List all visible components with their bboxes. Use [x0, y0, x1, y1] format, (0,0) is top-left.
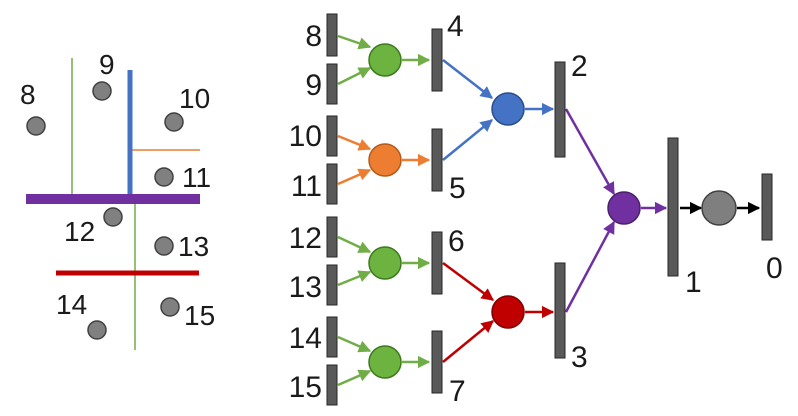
point-label-9: 9: [99, 49, 115, 80]
level1-bars: [554, 61, 566, 359]
bar-13: [326, 264, 338, 306]
point-label-11: 11: [182, 162, 211, 193]
edge-6-to-node-f: [442, 261, 495, 302]
leaf-label-12: 12: [289, 222, 322, 255]
edges-level2: [442, 59, 555, 363]
point-11: [154, 167, 174, 187]
node-red-f: [491, 295, 525, 329]
edge-4-to-node-e: [442, 59, 493, 99]
node-label-6: 6: [448, 225, 465, 258]
point-13: [154, 236, 174, 256]
bar-8: [326, 13, 338, 57]
point-12: [103, 207, 123, 227]
node-green-d: [368, 345, 402, 379]
bar-1: [667, 137, 679, 277]
bar-0: [761, 173, 773, 241]
edge-10-to-node-b: [337, 134, 372, 151]
leaf-label-15: 15: [289, 371, 322, 404]
edges-leaves: [337, 34, 372, 387]
bar-5: [431, 128, 443, 192]
edge-13-to-node-c: [337, 270, 372, 287]
node-label-1: 1: [685, 266, 702, 299]
node-green-a: [368, 43, 402, 77]
spatial-partition: 8 9 10 11 12 13 14 15: [20, 49, 215, 350]
leaf-label-8: 8: [305, 20, 322, 53]
node-green-c: [368, 246, 402, 280]
leaf-label-9: 9: [305, 69, 322, 102]
node-label-2: 2: [571, 50, 588, 83]
bar-14: [326, 316, 338, 358]
bar-11: [326, 163, 338, 205]
node-label-4: 4: [447, 10, 464, 43]
node-label-3: 3: [571, 341, 588, 374]
leaf-label-10: 10: [289, 120, 322, 153]
edge-3-to-node-g: [564, 220, 616, 313]
edge-11-to-node-b: [337, 168, 372, 186]
level2-bars: [431, 28, 443, 394]
point-8: [26, 116, 46, 136]
bar-7: [431, 330, 443, 394]
edge-2-to-node-g: [564, 108, 616, 196]
point-label-10: 10: [179, 83, 210, 114]
edge-14-to-node-d: [337, 335, 372, 353]
edge-9-to-node-a: [337, 66, 372, 86]
node-gray-h: [701, 190, 737, 226]
bar-4: [431, 28, 443, 92]
point-14: [87, 320, 107, 340]
edge-12-to-node-c: [337, 235, 372, 254]
edge-5-to-node-e: [442, 119, 493, 161]
point-15: [160, 297, 180, 317]
edges-level1: [564, 108, 761, 313]
bar-3: [554, 262, 566, 359]
node-label-7: 7: [449, 375, 466, 408]
node-orange-b: [368, 143, 402, 177]
bar-6: [431, 231, 443, 295]
leaf-label-14: 14: [289, 322, 322, 355]
point-label-8: 8: [20, 79, 36, 110]
bar-15: [326, 364, 338, 406]
bar-12: [326, 216, 338, 258]
edge-8-to-node-a: [337, 34, 372, 50]
point-label-15: 15: [184, 300, 215, 331]
leaf-bars: [326, 13, 338, 406]
point-label-13: 13: [178, 231, 209, 262]
point-9: [92, 81, 112, 101]
edge-15-to-node-d: [337, 369, 372, 387]
node-blue-e: [491, 92, 525, 126]
node-label-0: 0: [766, 252, 783, 285]
bar-9: [326, 63, 338, 105]
bar-10: [326, 115, 338, 157]
point-label-12: 12: [64, 216, 95, 247]
leaf-label-11: 11: [291, 170, 322, 203]
edge-7-to-node-f: [442, 320, 494, 363]
tree: 8 9 10 11 12 13 14 15 4 5 6 7 2 3 1 0: [289, 10, 783, 408]
node-purple-g: [607, 191, 641, 225]
point-label-14: 14: [56, 289, 87, 320]
point-10: [164, 112, 184, 132]
edges-level3: [402, 53, 431, 369]
bar-2: [554, 61, 566, 158]
node-label-5: 5: [449, 172, 466, 205]
leaf-label-13: 13: [289, 271, 322, 304]
